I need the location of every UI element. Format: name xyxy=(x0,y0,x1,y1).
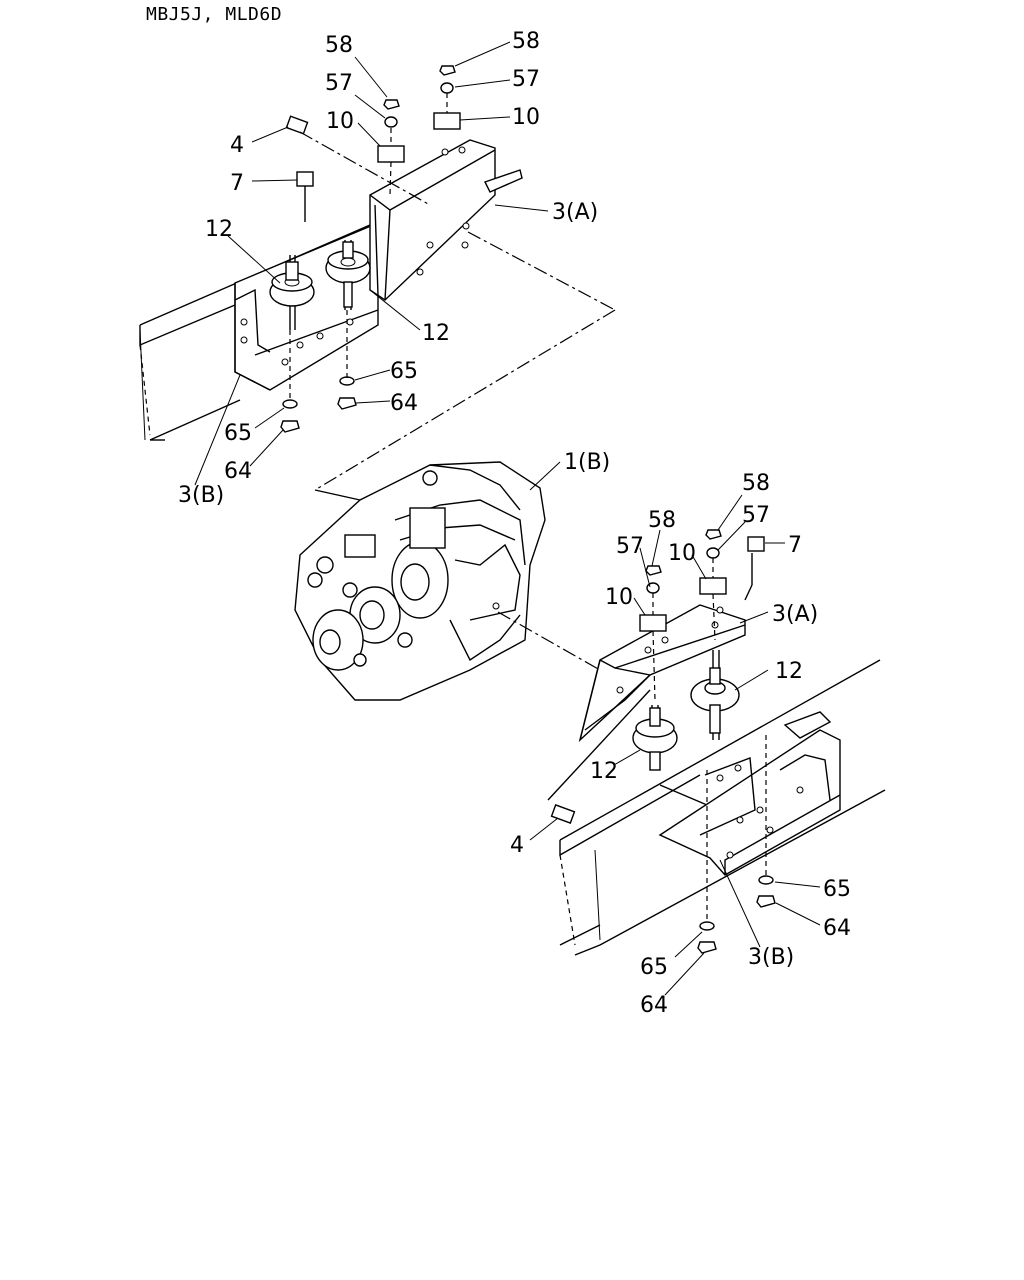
lower-bracket-3b xyxy=(658,711,841,876)
lower-frame-rail xyxy=(559,659,886,956)
rubber-pad-icon xyxy=(639,614,667,632)
upper-bracket-3b xyxy=(234,221,379,391)
callout-12-lower-left: 12 xyxy=(590,759,618,784)
callout-4-upper: 4 xyxy=(230,133,244,158)
callout-64-upper-right: 64 xyxy=(390,391,418,416)
callout-1b-transmission: 1(B) xyxy=(564,450,610,475)
lower-rubber-mount-right xyxy=(690,650,740,740)
callout-4-lower: 4 xyxy=(510,833,524,858)
callout-7-lower: 7 xyxy=(788,533,802,558)
callout-57-upper-right: 57 xyxy=(512,67,540,92)
upper-rubber-mount-left xyxy=(269,255,315,330)
callout-64-lower-left: 64 xyxy=(640,993,668,1018)
callout-12-lower-right: 12 xyxy=(775,659,803,684)
callout-58-upper-left: 58 xyxy=(325,33,353,58)
rubber-pad-icon xyxy=(699,577,727,595)
callout-12-upper-right: 12 xyxy=(422,321,450,346)
callout-57-lower-left: 57 xyxy=(616,534,644,559)
callout-3b-upper: 3(B) xyxy=(178,483,224,508)
lower-rubber-mount-left xyxy=(632,705,678,771)
callout-64-lower-right: 64 xyxy=(823,916,851,941)
callout-12-upper-left: 12 xyxy=(205,217,233,242)
callout-58-lower-left: 58 xyxy=(648,508,676,533)
callout-65-upper-right: 65 xyxy=(390,359,418,384)
callout-10-lower-right: 10 xyxy=(668,541,696,566)
leader-lines xyxy=(194,41,821,996)
upper-rubber-mount-right xyxy=(325,240,371,310)
lower-bracket-3a xyxy=(578,604,746,743)
callout-65-upper-left: 65 xyxy=(224,421,252,446)
transmission-1b xyxy=(294,461,546,701)
lower-small-parts xyxy=(550,529,765,824)
callout-57-lower-right: 57 xyxy=(742,503,770,528)
callout-7-upper: 7 xyxy=(230,171,244,196)
model-code-title: MBJ5J, MLD6D xyxy=(146,4,283,25)
callout-3a-upper: 3(A) xyxy=(552,200,598,225)
upper-bracket-3a xyxy=(369,139,523,301)
callout-10-upper-left: 10 xyxy=(326,109,354,134)
callout-57-upper-left: 57 xyxy=(325,71,353,96)
callout-3a-lower: 3(A) xyxy=(772,602,818,627)
callout-10-upper-right: 10 xyxy=(512,105,540,130)
rubber-pad-icon xyxy=(433,112,461,130)
callout-10-lower-left: 10 xyxy=(605,585,633,610)
callout-labels: 58 58 57 57 10 10 4 7 3(A) 12 12 65 64 6… xyxy=(178,29,851,1018)
callout-65-lower-right: 65 xyxy=(823,877,851,902)
callout-58-lower-right: 58 xyxy=(742,471,770,496)
lower-mount-assembly xyxy=(547,529,886,956)
callout-3b-lower: 3(B) xyxy=(748,945,794,970)
callout-65-lower-left: 65 xyxy=(640,955,668,980)
rubber-pad-icon xyxy=(377,145,405,163)
callout-64-upper-left: 64 xyxy=(224,459,252,484)
lower-washers-nuts xyxy=(697,875,776,954)
upper-mount-assembly xyxy=(139,65,616,491)
upper-washers-nuts xyxy=(280,376,357,433)
callout-58-upper-right: 58 xyxy=(512,29,540,54)
